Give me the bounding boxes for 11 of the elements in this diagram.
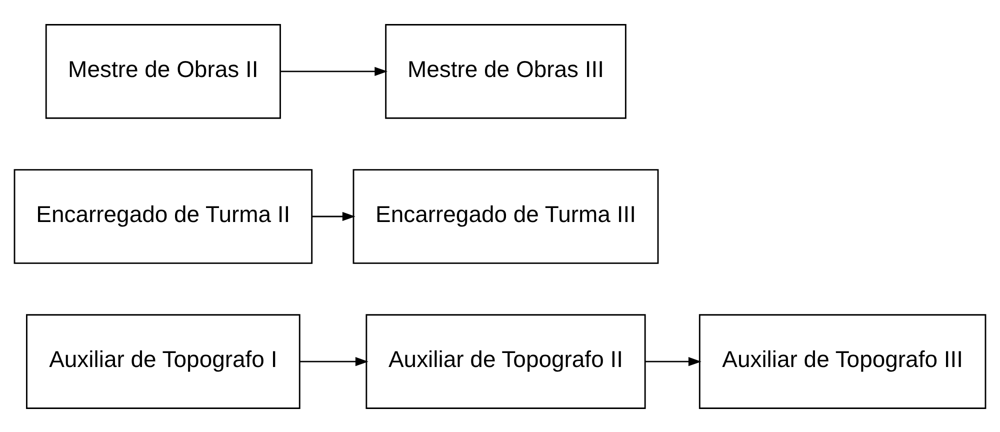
arrow (300, 356, 368, 366)
node-box: Mestre de Obras III (385, 24, 626, 118)
node-box: Mestre de Obras II (45, 24, 281, 118)
arrow (280, 66, 388, 76)
arrow (645, 356, 702, 366)
arrow (312, 211, 356, 221)
node-box: Encarregado de Turma III (352, 168, 659, 264)
node-box: Auxiliar de Topografo III (698, 314, 986, 408)
node-box: Encarregado de Turma II (14, 168, 313, 264)
node-box: Auxiliar de Topografo II (366, 314, 646, 408)
node-box: Auxiliar de Topografo I (26, 314, 300, 408)
